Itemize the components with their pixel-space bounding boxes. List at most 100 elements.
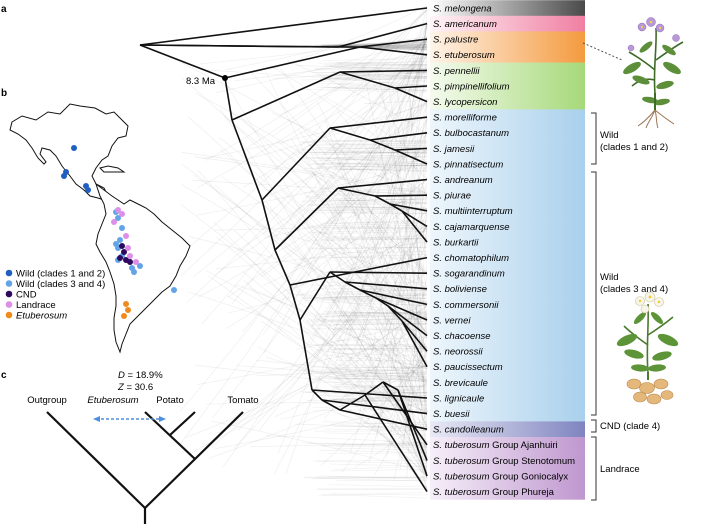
location-dot: [131, 269, 137, 275]
panel-letter-b: b: [1, 88, 7, 99]
four-taxon-tip: Etuberosum: [87, 395, 138, 406]
z-score-label: Z = 30.6: [117, 382, 153, 393]
tip-label: S. pennellii: [433, 66, 480, 77]
potato-plant-illustration: [616, 291, 679, 405]
introgression-arrow: [93, 416, 166, 422]
location-dot: [123, 301, 129, 307]
tip-label: S. multiinterruptum: [433, 206, 513, 217]
clade-band: [430, 203, 585, 219]
clade-band: [430, 15, 585, 32]
clade-band: [430, 31, 585, 48]
clade-band: [430, 140, 585, 157]
four-taxon-tree: [46, 411, 244, 524]
clade-band: [430, 249, 585, 266]
tip-label: S. chomatophilum: [433, 253, 509, 264]
clade-band: [430, 327, 585, 344]
tip-label: S. americanum: [433, 19, 497, 30]
tip-label: S. morelliforme: [433, 113, 497, 124]
clade-brackets: [591, 112, 597, 501]
tip-label: S. neorossii: [433, 347, 484, 358]
location-dot: [119, 225, 125, 231]
location-dot: [119, 211, 125, 217]
location-dot: [123, 233, 129, 239]
tip-label: S. burkartii: [433, 237, 479, 248]
panel-letter-c: c: [1, 370, 7, 381]
location-dot: [117, 237, 123, 243]
clade-band: [430, 78, 585, 95]
tip-label: S. pinnatisectum: [433, 159, 503, 170]
legend-label: CND: [16, 289, 37, 300]
clade-band: [430, 374, 585, 391]
legend-swatch: [5, 269, 13, 277]
clade-color-bands: [430, 0, 585, 500]
location-dot: [171, 287, 177, 293]
tip-label: S. brevicaule: [433, 378, 488, 389]
location-dot: [119, 243, 125, 249]
legend-label: Landrace: [16, 300, 56, 311]
location-dot: [133, 259, 139, 265]
location-dot: [121, 313, 127, 319]
tip-label: S. bulbocastanum: [433, 128, 509, 139]
tip-label: S. boliviense: [433, 284, 487, 295]
location-dot: [111, 219, 117, 225]
tip-label: S. tuberosum Group Ajanhuiri: [433, 440, 558, 451]
four-taxon-tip: Outgroup: [27, 395, 67, 406]
bracket-wild12-subtitle: (clades 1 and 2): [600, 142, 668, 153]
clade-band: [430, 125, 585, 141]
clade-band: [430, 281, 585, 297]
tip-label: S. buesii: [433, 409, 470, 420]
legend-swatch: [5, 290, 13, 298]
tip-label: S. vernei: [433, 315, 471, 326]
legend-swatch: [5, 311, 13, 319]
clade-band: [430, 343, 585, 360]
bracket-wild34-subtitle: (clades 3 and 4): [600, 284, 668, 295]
illustration-leader-line: [582, 42, 623, 61]
bracket-wild34-title: Wild: [600, 272, 618, 283]
clade-band: [430, 468, 585, 485]
clade-band: [430, 93, 585, 110]
tip-label: S. andreanum: [433, 175, 493, 186]
bracket-cnd-label: CND (clade 4): [600, 421, 660, 432]
tip-label: S. paucissectum: [433, 362, 503, 373]
gene-tree-cloud: [180, 5, 428, 499]
etuberosum-plant-illustration: [623, 17, 684, 129]
map-legend: Wild (clades 1 and 2)Wild (clades 3 and …: [5, 268, 105, 321]
clade-band: [430, 218, 585, 235]
clade-band: [430, 156, 585, 173]
legend-label: Etuberosum: [16, 310, 67, 321]
location-dot: [125, 245, 131, 251]
clade-band: [430, 109, 585, 126]
tip-label: S. cajamarquense: [433, 222, 510, 233]
americas-map: [9, 103, 191, 354]
location-dot: [61, 173, 67, 179]
node-age-label: 8.3 Ma: [186, 76, 216, 87]
tip-label: S. sogarandinum: [433, 269, 505, 280]
clade-band: [430, 421, 585, 438]
tip-label: S. chacoense: [433, 331, 491, 342]
clade-band: [430, 452, 585, 469]
clade-band: [430, 62, 585, 79]
location-dot: [127, 253, 133, 259]
clade-band: [430, 0, 585, 17]
location-dot: [117, 255, 123, 261]
clade-band: [430, 405, 585, 422]
clade-band: [430, 187, 585, 204]
tip-label: S. lignicaule: [433, 393, 484, 404]
tip-label: S. candolleanum: [433, 425, 504, 436]
bracket-landrace-label: Landrace: [600, 464, 640, 475]
d-statistic-label: D = 18.9%: [118, 370, 163, 381]
location-dot: [113, 241, 119, 247]
four-taxon-tip: Potato: [156, 395, 183, 406]
species-tree: [139, 7, 428, 493]
clade-band: [430, 390, 585, 407]
location-dot: [85, 187, 91, 193]
location-dot: [115, 207, 121, 213]
tip-label: S. commersonii: [433, 300, 499, 311]
dated-node-marker: [222, 75, 228, 81]
four-taxon-tip: Tomato: [227, 395, 258, 406]
panel-letter-a: a: [1, 4, 7, 15]
location-dot: [71, 145, 77, 151]
location-dot: [137, 263, 143, 269]
